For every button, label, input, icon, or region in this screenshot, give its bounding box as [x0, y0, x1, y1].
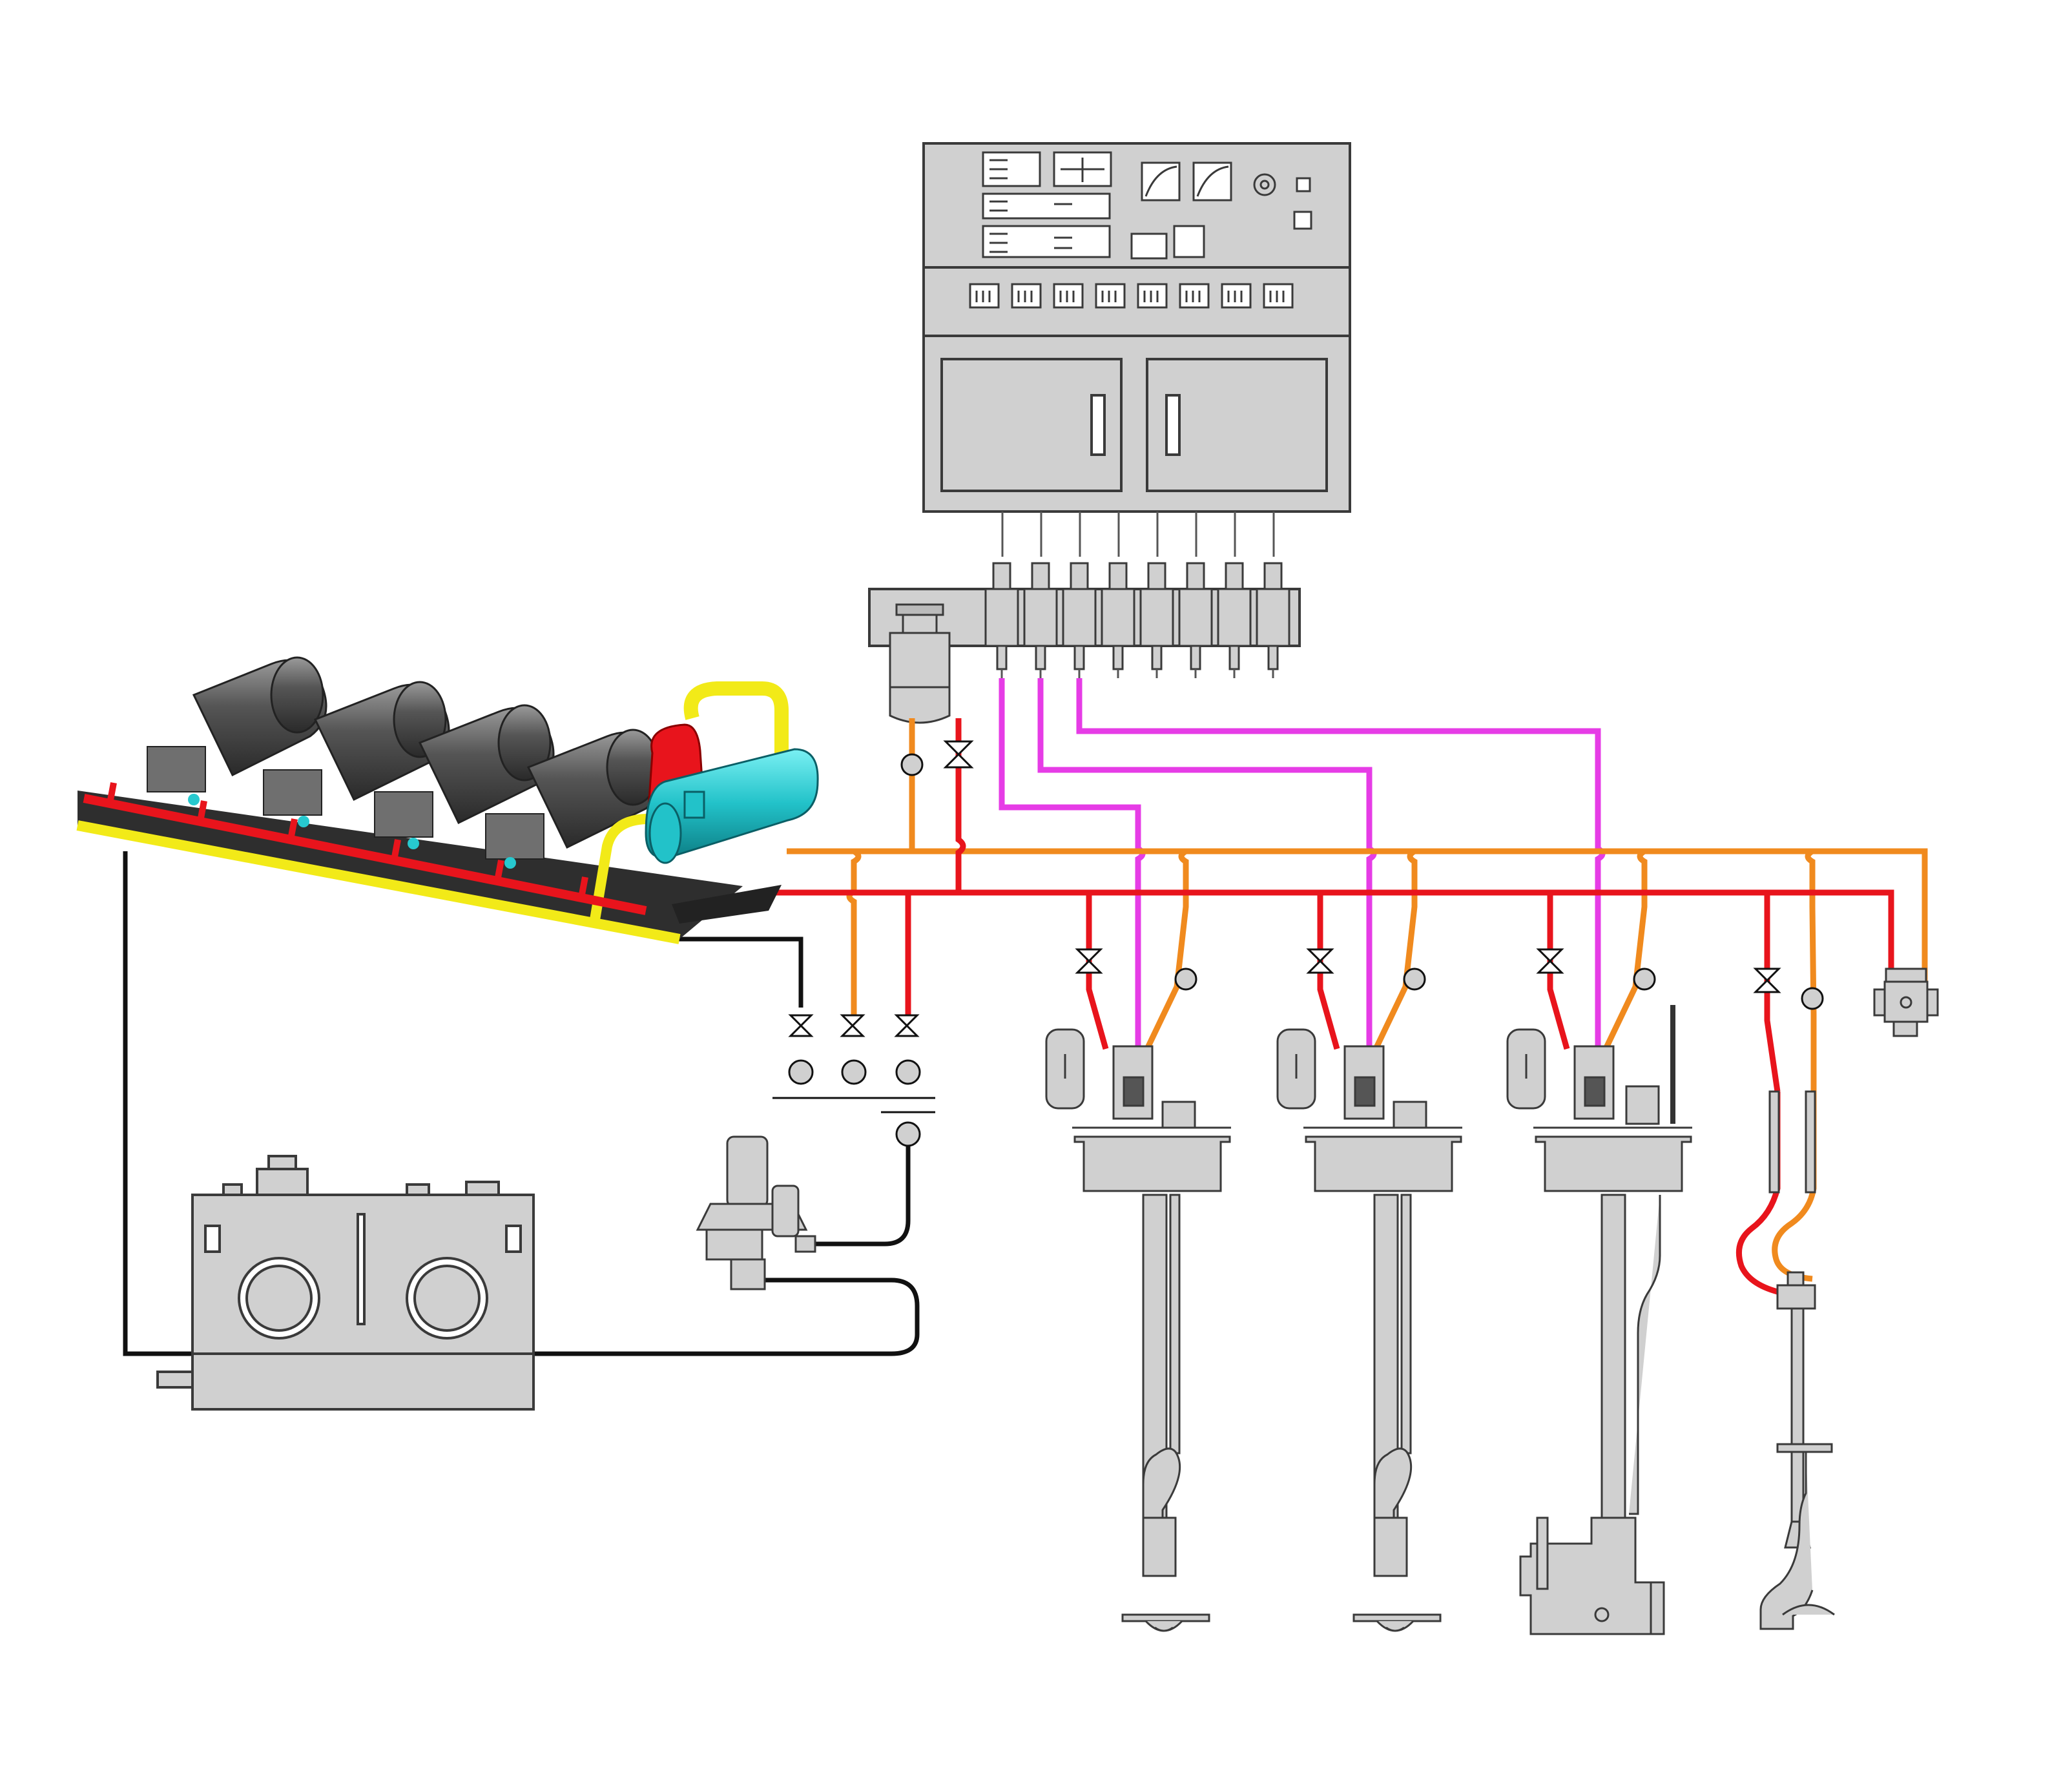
control-cabinet-icon [922, 142, 1351, 557]
circulation-pump-icon [696, 1135, 816, 1290]
butterfly-valve-actuator-icon [1506, 1005, 1692, 1635]
pressure-switch-icon [1873, 968, 1939, 1037]
check-valve-icon [772, 753, 1824, 1147]
filter-icon [889, 603, 951, 724]
gate-valve-icon [788, 740, 1781, 1037]
solenoid-valve-manifold [868, 562, 1301, 724]
butterfly-valve-actuator-icon [1276, 1028, 1462, 1632]
solenoid-valve-icon [984, 562, 1290, 670]
drain-lines [123, 851, 920, 1356]
quick-closing-valve-icon [1735, 1090, 1835, 1630]
butterfly-valve-actuator-icon [1045, 1028, 1231, 1632]
oil-tank-icon [156, 1155, 535, 1411]
return-line [787, 718, 1928, 1092]
pump-unit-icon [76, 656, 819, 944]
pressure-line [763, 718, 1894, 1092]
oil-cooler-icon [645, 748, 819, 864]
